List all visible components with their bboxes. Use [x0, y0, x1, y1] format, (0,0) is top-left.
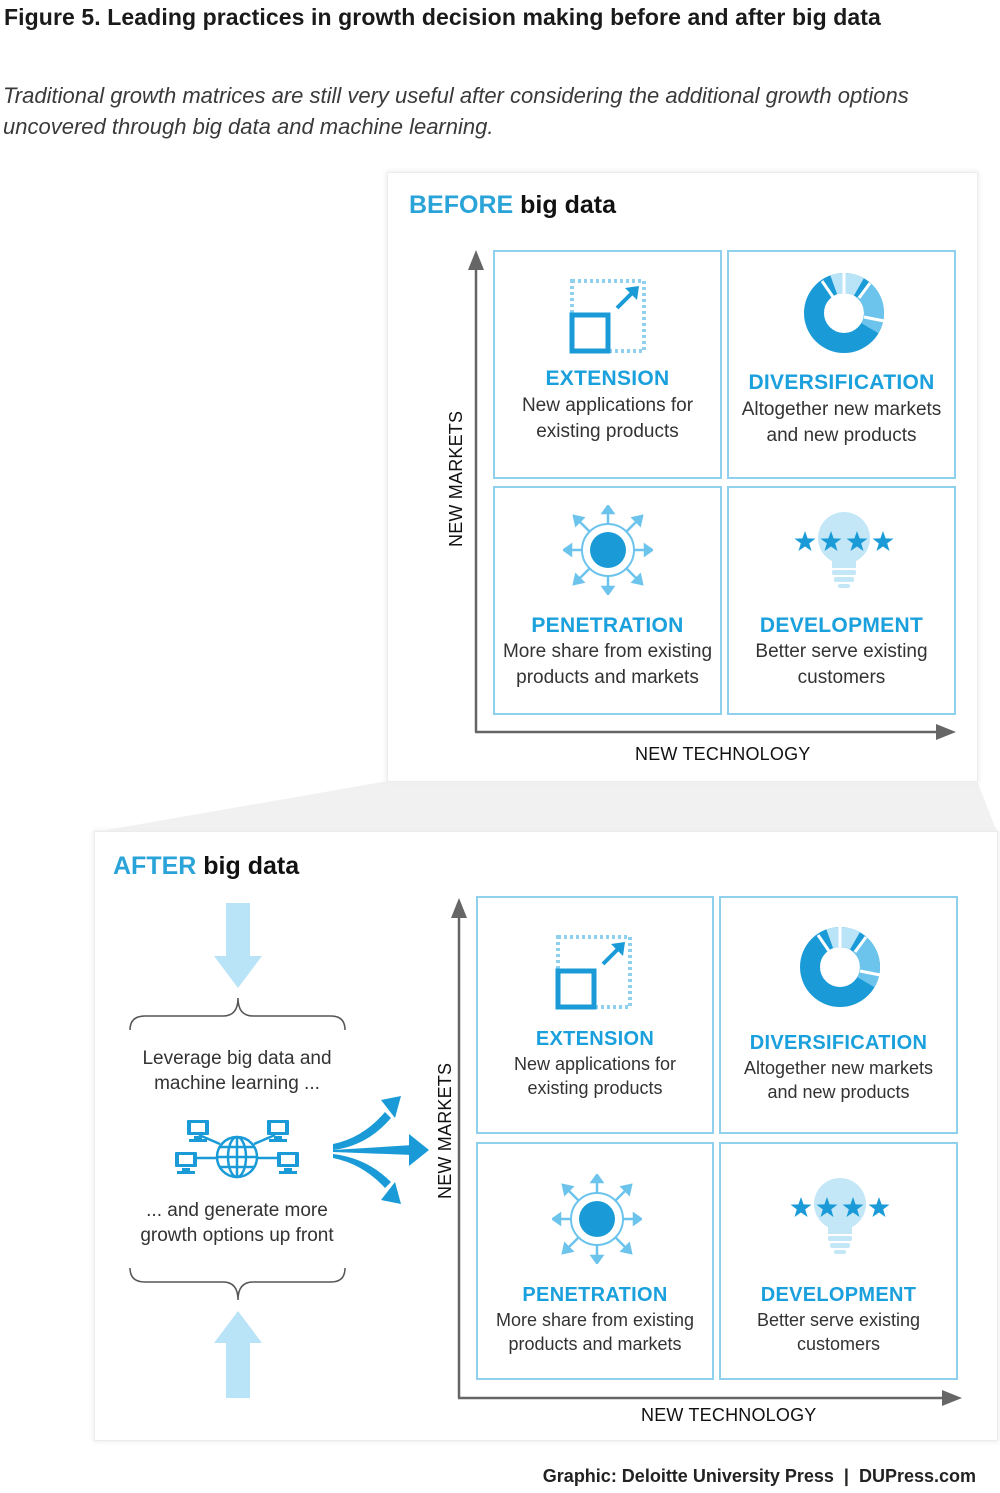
after-x-axis-label: NEW TECHNOLOGY — [641, 1405, 817, 1425]
before-heading-rest: big data — [513, 191, 616, 219]
after-quadrant-development: DEVELOPMENT Better serve existing custom… — [719, 1142, 958, 1380]
after-penetration-line2: products and markets — [508, 1334, 682, 1354]
before-penetration-line1: More share from existing — [502, 641, 713, 662]
before-development-title: DEVELOPMENT — [759, 614, 924, 637]
after-heading-rest: big data — [196, 852, 300, 880]
before-diversification-line1: Altogether new markets — [741, 399, 942, 420]
lightbulb-stars-icon — [790, 1178, 890, 1254]
before-development-line1: Better serve existing — [755, 641, 928, 662]
after-heading-highlight: AFTER — [113, 852, 197, 880]
after-diversification-line2: and new products — [767, 1082, 910, 1102]
before-penetration-line2: products and markets — [516, 667, 699, 688]
radiating-circle-icon — [552, 1174, 642, 1264]
after-extension-title: EXTENSION — [535, 1028, 655, 1050]
after-side-top-line1: Leverage big data and — [142, 1048, 332, 1069]
lightbulb-stars-icon — [794, 512, 894, 588]
expand-arrow-icon — [555, 935, 632, 1010]
before-quadrant-penetration: PENETRATION More share from existing pro… — [493, 486, 722, 715]
before-axes — [468, 250, 956, 740]
before-panel: BEFORE big data NEW MARKETS NEW TECHNOLO… — [388, 173, 977, 781]
before-quadrant-diversification: DIVERSIFICATION Altogether new markets a… — [727, 250, 956, 479]
after-heading: AFTER big data — [113, 852, 299, 881]
after-side-top-line2: machine learning ... — [154, 1073, 320, 1094]
after-diversification-title: DIVERSIFICATION — [749, 1032, 928, 1054]
expand-arrow-icon — [569, 279, 646, 354]
before-extension-line1: New applications for — [521, 395, 694, 416]
before-diversification-line2: and new products — [766, 425, 917, 446]
after-side-bottom-text: ... and generate more growth options up … — [112, 1198, 362, 1248]
before-heading-highlight: BEFORE — [409, 191, 514, 219]
bottom-brace — [129, 1267, 346, 1301]
before-heading: BEFORE big data — [409, 191, 616, 220]
after-extension-line1: New applications for — [513, 1054, 677, 1074]
donut-chart-icon — [800, 927, 881, 1007]
before-quadrant-extension: EXTENSION New applications for existing … — [493, 250, 722, 479]
before-y-axis-label: NEW MARKETS — [446, 410, 466, 547]
after-diversification-line1: Altogether new markets — [743, 1058, 934, 1078]
before-penetration-title: PENETRATION — [531, 614, 684, 637]
before-extension-title: EXTENSION — [545, 367, 670, 390]
top-brace — [129, 997, 346, 1031]
after-y-axis-label: NEW MARKETS — [435, 1062, 455, 1199]
after-development-line2: customers — [796, 1334, 881, 1354]
before-quadrant-development: DEVELOPMENT Better serve existing custom… — [727, 486, 956, 715]
after-development-line1: Better serve existing — [756, 1310, 921, 1330]
figure-title: Figure 5. Leading practices in growth de… — [4, 4, 881, 30]
before-extension-line2: existing products — [536, 421, 679, 442]
up-arrow-icon — [214, 1311, 262, 1398]
before-development-line2: customers — [797, 667, 886, 688]
fan-arrows-icon — [333, 1096, 429, 1204]
after-side-bottom-line1: ... and generate more — [146, 1200, 328, 1221]
after-development-title: DEVELOPMENT — [760, 1284, 917, 1306]
before-x-axis-label: NEW TECHNOLOGY — [635, 744, 811, 764]
graphic-credit: Graphic: Deloitte University Press | DUP… — [542, 1466, 976, 1486]
after-side-top-text: Leverage big data and machine learning .… — [112, 1046, 362, 1096]
after-penetration-title: PENETRATION — [522, 1284, 668, 1306]
figure-subtitle: Traditional growth matrices are still ve… — [3, 83, 909, 139]
after-penetration-line1: More share from existing — [495, 1310, 695, 1330]
after-side-bottom-line2: growth options up front — [140, 1225, 334, 1246]
after-panel: AFTER big data — [95, 832, 997, 1440]
down-arrow-icon — [214, 903, 262, 988]
after-quadrant-extension: EXTENSION New applications for existing … — [476, 896, 714, 1134]
before-diversification-title: DIVERSIFICATION — [748, 371, 935, 394]
after-extension-line2: existing products — [527, 1078, 663, 1098]
donut-chart-icon — [804, 273, 885, 353]
radiating-circle-icon — [563, 505, 653, 595]
after-quadrant-penetration: PENETRATION More share from existing pro… — [476, 1142, 714, 1380]
after-quadrant-diversification: DIVERSIFICATION Altogether new markets a… — [719, 896, 958, 1134]
after-side-graphics — [129, 898, 962, 1406]
